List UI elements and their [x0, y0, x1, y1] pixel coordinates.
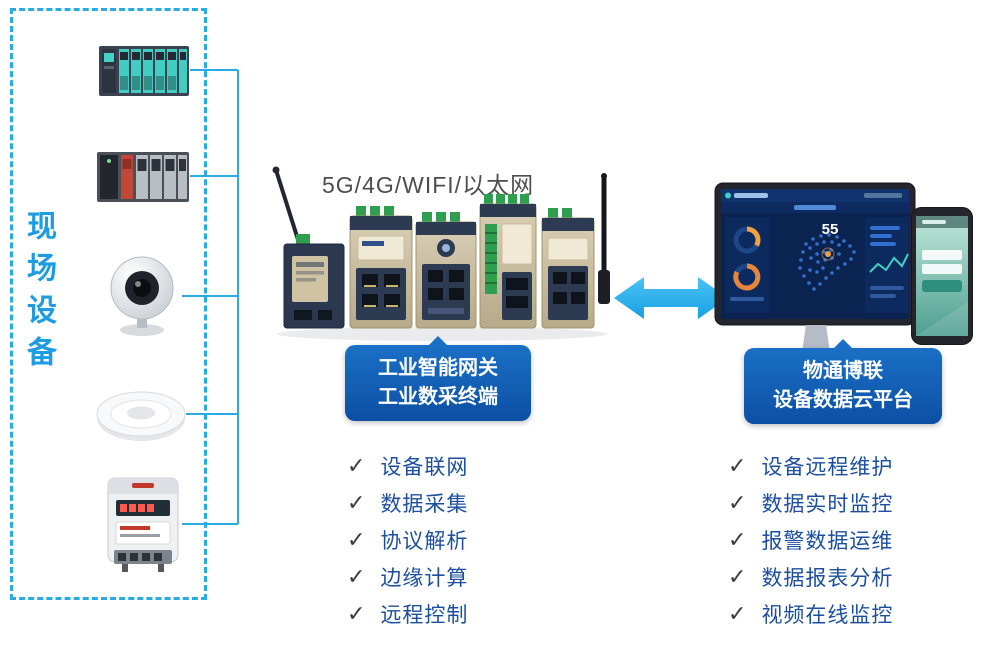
platform-callout-line1: 物通博联 [803, 360, 883, 382]
platform-callout-line2: 设备数据云平台 [773, 389, 913, 411]
check-icon: ✓ [347, 600, 366, 626]
china-map-dots [798, 233, 856, 291]
check-icon: ✓ [347, 489, 366, 515]
feature-text: 数据采集 [380, 492, 469, 516]
field-devices-panel [10, 8, 207, 600]
feature-text: 数据实时监控 [761, 492, 894, 516]
check-icon: ✓ [347, 452, 366, 478]
field-devices-label: 现场设备 [22, 210, 55, 378]
phone-icon [911, 207, 973, 345]
industrial-gateways-icon [272, 166, 610, 341]
feature-item: ✓ 数据报表分析 [728, 558, 893, 595]
check-icon: ✓ [347, 563, 366, 589]
check-icon: ✓ [728, 489, 747, 515]
gateway-callout-line1: 工业智能网关 [378, 357, 498, 379]
feature-item: ✓ 远程控制 [347, 595, 468, 632]
platform-callout: 物通博联 设备数据云平台 [744, 339, 942, 424]
gateway-unit-dark [272, 166, 345, 329]
energy-meter-icon [107, 477, 179, 572]
gateway-callout: 工业智能网关 工业数采终端 [345, 336, 531, 421]
feature-item: ✓ 设备远程维护 [728, 447, 893, 484]
check-icon: ✓ [347, 526, 366, 552]
smoke-detector-icon [96, 391, 186, 441]
check-icon: ✓ [728, 526, 747, 552]
platform-feature-list: ✓ 设备远程维护 ✓ 数据实时监控 ✓ 报警数据运维 ✓ 数据报表分析 ✓ 视频… [728, 447, 893, 632]
feature-text: 视频在线监控 [761, 603, 894, 627]
feature-text: 报警数据运维 [761, 529, 894, 553]
feature-item: ✓ 设备联网 [347, 447, 468, 484]
feature-text: 设备联网 [380, 455, 469, 479]
phone-screen [916, 216, 968, 336]
feature-text: 数据报表分析 [761, 566, 894, 590]
connectivity-label: 5G/4G/WIFI/以太网 [322, 172, 535, 198]
monitor-stand [802, 325, 830, 352]
plc-rack-red-icon [97, 152, 189, 202]
feature-item: ✓ 数据实时监控 [728, 484, 893, 521]
feature-item: ✓ 数据采集 [347, 484, 468, 521]
check-icon: ✓ [728, 563, 747, 589]
plc-rack-teal-icon [99, 46, 189, 96]
check-icon: ✓ [728, 452, 747, 478]
feature-text: 设备远程维护 [761, 455, 894, 479]
ip-camera-icon [110, 256, 174, 336]
feature-text: 协议解析 [380, 529, 469, 553]
sync-arrow-icon [614, 277, 728, 319]
gateway-unit-d [479, 194, 537, 329]
feature-item: ✓ 边缘计算 [347, 558, 468, 595]
antenna-icon [598, 173, 610, 304]
gateway-feature-list: ✓ 设备联网 ✓ 数据采集 ✓ 协议解析 ✓ 边缘计算 ✓ 远程控制 [347, 447, 468, 632]
feature-item: ✓ 视频在线监控 [728, 595, 893, 632]
gateway-callout-line2: 工业数采终端 [378, 386, 498, 408]
feature-text: 边缘计算 [380, 566, 469, 590]
dashboard-big-number: 55 [822, 221, 839, 238]
feature-item: ✓ 报警数据运维 [728, 521, 893, 558]
gateway-unit-e [541, 208, 595, 329]
check-icon: ✓ [728, 600, 747, 626]
feature-item: ✓ 协议解析 [347, 521, 468, 558]
gateway-unit-b [349, 206, 413, 329]
gateway-unit-c [415, 212, 477, 329]
monitor-dashboard-icon: 55 [714, 182, 916, 370]
feature-text: 远程控制 [380, 603, 469, 627]
